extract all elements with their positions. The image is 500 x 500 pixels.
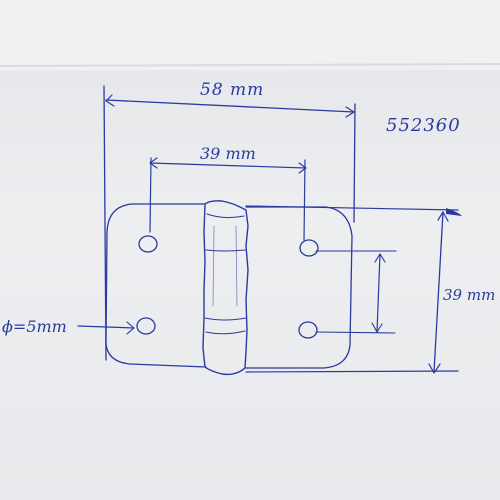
vertical-spacing-arrow-top — [374, 253, 386, 263]
knuckle-line-3 — [204, 317, 247, 321]
height-extension-top — [245, 205, 459, 211]
knuckle-shading-1 — [212, 225, 215, 307]
overall-width-arrow-right — [345, 106, 355, 118]
hole-spacing-extension-left — [149, 157, 152, 233]
part-number: 552360 — [386, 115, 461, 136]
hole-top-left — [138, 235, 158, 253]
hinge-outline — [105, 200, 353, 376]
knuckle-shading-2 — [235, 225, 238, 307]
ink-blot — [446, 208, 462, 216]
overall-width-dimension-line — [105, 99, 355, 113]
height-arrow-top — [437, 211, 449, 222]
vertical-hole-spacing-dimension — [315, 250, 397, 334]
paper-fold-line — [0, 63, 500, 67]
hinge-right-leaf — [245, 206, 353, 369]
vertical-spacing-extension-bottom — [315, 331, 396, 334]
knuckle-line-1 — [206, 213, 245, 219]
height-extension-bottom — [245, 370, 459, 373]
hole-spacing-dimension — [149, 157, 307, 241]
hole-diameter-leader-arrow — [126, 321, 135, 335]
hole-top-right — [299, 239, 319, 257]
height-dimension-line — [433, 211, 444, 373]
hinge-left-leaf — [105, 203, 207, 368]
hole-bottom-right — [298, 321, 318, 339]
height-dimension — [245, 205, 462, 374]
height-arrow-bottom — [428, 363, 441, 374]
hole-spacing-arrow-right — [298, 162, 307, 174]
vertical-spacing-dimension-line — [376, 253, 381, 333]
right-extension-line — [353, 103, 356, 223]
hole-bottom-left — [136, 317, 156, 335]
knuckle-line-4 — [205, 330, 246, 335]
knuckle-line-2 — [205, 249, 246, 252]
hole-spacing-label: 39 mm — [200, 144, 256, 163]
hole-diameter-label: ϕ=5mm — [2, 317, 67, 336]
height-label: 39 mm — [443, 286, 495, 304]
overall-width-label: 58 mm — [200, 80, 264, 100]
hole-spacing-extension-right — [303, 159, 306, 241]
hinge-knuckle — [202, 200, 249, 376]
hole-diameter-leader — [77, 325, 135, 329]
vertical-spacing-arrow-bottom — [371, 322, 383, 333]
mounting-holes — [136, 235, 319, 339]
overall-width-arrow-left — [105, 94, 115, 107]
hole-spacing-arrow-left — [149, 157, 158, 169]
paper-top-region — [0, 0, 500, 70]
hole-spacing-dimension-line — [149, 162, 307, 169]
